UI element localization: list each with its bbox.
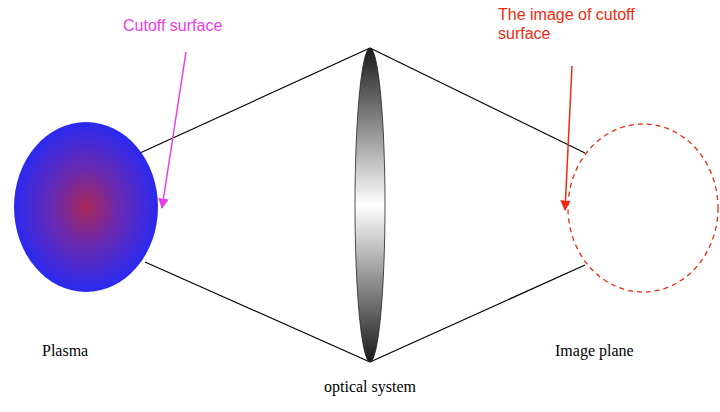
plasma-body — [14, 122, 158, 292]
part-label: Image plane — [555, 341, 634, 360]
ray-line — [140, 48, 370, 153]
part-label: Plasma — [42, 341, 88, 360]
leader-arrow — [162, 52, 186, 208]
callout-label: The image of cutoff surface — [498, 5, 668, 43]
ray-line — [145, 262, 370, 362]
ray-line — [370, 265, 585, 362]
ray-line — [370, 48, 585, 153]
image-outline — [568, 124, 718, 292]
leader-arrow — [565, 66, 572, 210]
lens — [355, 48, 385, 362]
callout-label: Cutoff surface — [123, 16, 222, 35]
part-label: optical system — [324, 377, 416, 396]
